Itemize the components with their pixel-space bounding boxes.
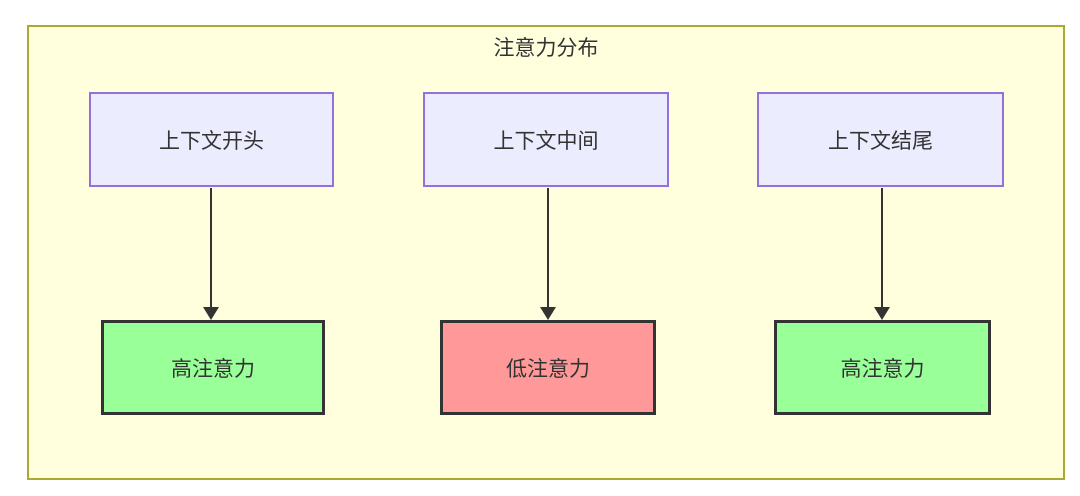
arrowhead-down-icon: [203, 307, 219, 320]
edge-line: [210, 188, 212, 308]
node-low-attention-label: 低注意力: [506, 357, 590, 381]
node-context-start-label: 上下文开头: [159, 129, 264, 153]
node-context-middle-label: 上下文中间: [493, 129, 599, 153]
edge-start-to-high: [203, 188, 219, 320]
node-context-end-label: 上下文结尾: [828, 129, 933, 153]
arrowhead-down-icon: [874, 307, 890, 320]
node-context-end: 上下文结尾: [757, 92, 1004, 187]
edge-middle-to-low: [540, 188, 556, 320]
node-high-attention-1: 高注意力: [101, 320, 325, 415]
edge-line: [547, 188, 549, 308]
node-high-attention-2-label: 高注意力: [840, 357, 925, 381]
edge-end-to-high: [874, 188, 890, 320]
node-low-attention: 低注意力: [440, 320, 656, 415]
node-context-start: 上下文开头: [89, 92, 334, 187]
edge-line: [881, 188, 883, 308]
arrowhead-down-icon: [540, 307, 556, 320]
diagram-title: 注意力分布: [493, 37, 599, 60]
node-context-middle: 上下文中间: [423, 92, 669, 187]
node-high-attention-2: 高注意力: [774, 320, 991, 415]
node-high-attention-1-label: 高注意力: [171, 357, 255, 381]
